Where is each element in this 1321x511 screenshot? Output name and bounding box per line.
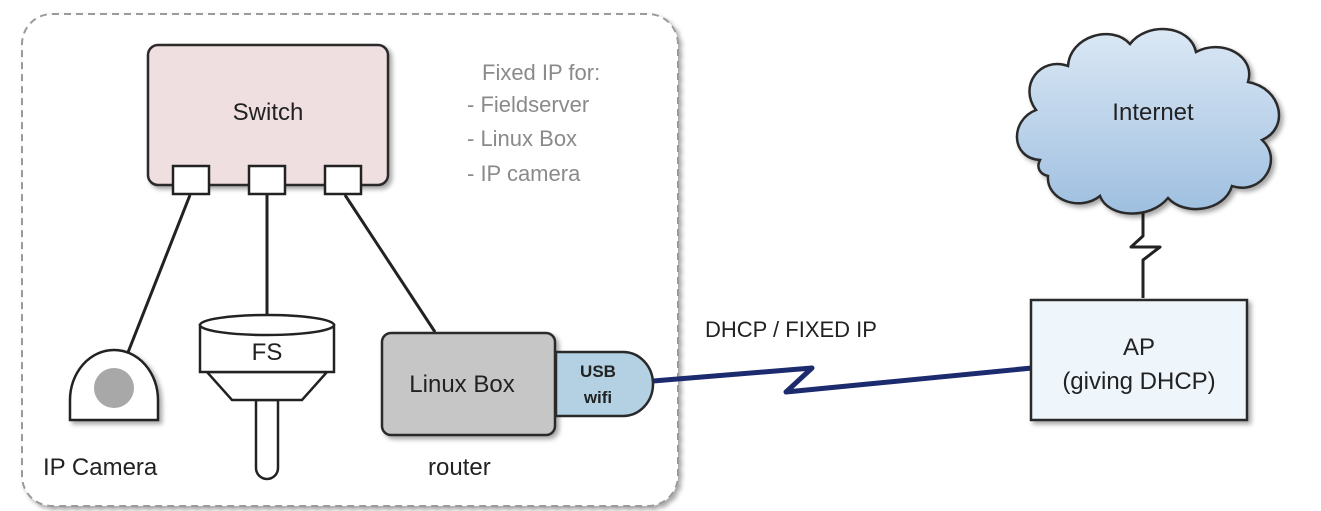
router-label: router [428, 454, 491, 481]
usb-wifi-dongle [554, 350, 655, 418]
ip-camera-lens-icon [94, 368, 134, 408]
switch-port-3 [323, 164, 363, 196]
access-point: AP (giving DHCP) [1029, 298, 1249, 422]
internet-cloud: Internet [1015, 27, 1281, 215]
internet-label: Internet [1112, 99, 1194, 126]
wireless-link [652, 365, 1033, 395]
fieldserver-top-icon [198, 313, 336, 337]
switch-label: Switch [233, 99, 304, 126]
access-point-box [1029, 298, 1249, 422]
internet-uplink [1129, 205, 1162, 298]
linux-box: Linux Box router [380, 331, 557, 481]
fixed-ip-item-fieldserver: - Fieldserver [467, 92, 589, 117]
ip-camera: IP Camera [43, 348, 160, 481]
fixed-ip-note: Fixed IP for: - Fieldserver - Linux Box … [467, 60, 600, 186]
link-label: DHCP / FIXED IP [705, 317, 877, 342]
switch-port-1 [171, 164, 211, 196]
ip-camera-label: IP Camera [43, 454, 158, 481]
camera-cable [123, 194, 192, 361]
switch: Switch [146, 43, 390, 196]
usb-wifi: USB wifi [554, 350, 655, 418]
fixed-ip-item-ip-camera: - IP camera [467, 161, 581, 186]
access-point-label-line2: (giving DHCP) [1062, 368, 1215, 395]
cloud-icon [1015, 27, 1281, 215]
usb-wifi-label-line1: USB [580, 362, 616, 381]
switch-port-2 [247, 164, 287, 196]
linux-box-cable [343, 194, 437, 333]
fieldserver: FS [198, 313, 336, 481]
usb-wifi-label-line2: wifi [583, 388, 612, 407]
fixed-ip-item-linux-box: - Linux Box [467, 126, 577, 151]
fieldserver-pole-icon [254, 398, 280, 481]
fixed-ip-title: Fixed IP for: [482, 60, 600, 85]
linux-box-label: Linux Box [409, 371, 514, 398]
fieldserver-label: FS [252, 339, 283, 366]
access-point-label-line1: AP [1123, 334, 1155, 361]
